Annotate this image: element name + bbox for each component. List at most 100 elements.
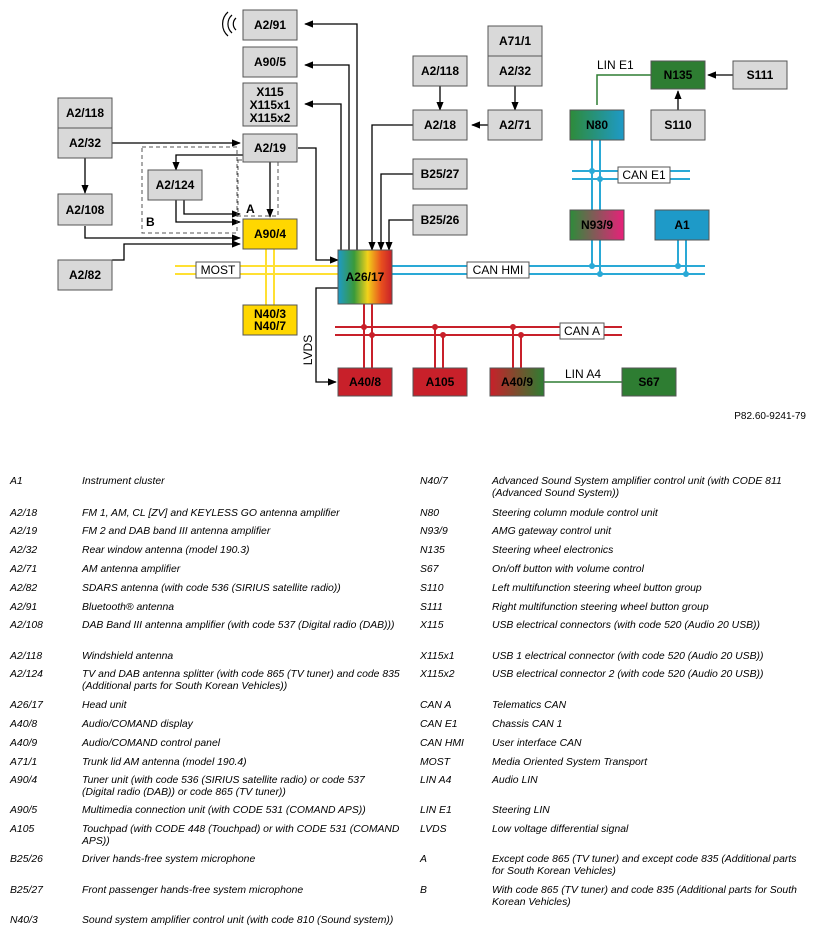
legend-description: On/off button with volume control bbox=[492, 564, 644, 575]
box-n93-9[interactable] bbox=[569, 209, 625, 241]
bluetooth-wave-icon bbox=[222, 11, 237, 37]
label-a40-9: A40/9 bbox=[501, 375, 533, 389]
label-a2-91: A2/91 bbox=[254, 18, 286, 32]
legend-code: LVDS bbox=[420, 824, 447, 835]
legend-code: A2/32 bbox=[10, 545, 38, 556]
legend-description: Sound system amplifier control unit (wit… bbox=[82, 915, 394, 926]
label-n40-7: N40/7 bbox=[254, 319, 286, 333]
legend-code: B bbox=[420, 885, 427, 896]
legend-code: S67 bbox=[420, 564, 439, 575]
legend-description: TV and DAB antenna splitter (with code 8… bbox=[82, 669, 400, 692]
legend-description: User interface CAN bbox=[492, 738, 582, 749]
box-a40-8[interactable] bbox=[337, 367, 393, 397]
legend-code: N93/9 bbox=[420, 526, 448, 537]
can-hmi-label: CAN HMI bbox=[473, 263, 524, 277]
legend-description: AMG gateway control unit bbox=[492, 526, 611, 537]
box-x115[interactable] bbox=[242, 82, 298, 127]
box-a2-19[interactable] bbox=[242, 133, 298, 163]
label-b25-26: B25/26 bbox=[421, 213, 460, 227]
can-junctions bbox=[589, 168, 689, 277]
legend-description: Except code 865 (TV tuner) and except co… bbox=[492, 854, 797, 877]
variant-a-frame bbox=[237, 159, 279, 217]
box-a2-118-left[interactable] bbox=[57, 97, 113, 129]
legend-description: Chassis CAN 1 bbox=[492, 719, 563, 730]
legend-code: CAN A bbox=[420, 700, 452, 711]
box-s111[interactable] bbox=[732, 60, 788, 90]
legend-description: SDARS antenna (with code 536 (SIRIUS sat… bbox=[82, 583, 341, 594]
connection-lines bbox=[81, 20, 733, 386]
legend-code: B25/27 bbox=[10, 885, 43, 896]
label-s110: S110 bbox=[664, 118, 692, 132]
box-b25-26[interactable] bbox=[412, 204, 468, 236]
can-a-label-bg bbox=[559, 322, 605, 340]
legend-description: Multimedia connection unit (with CODE 53… bbox=[82, 805, 366, 816]
legend-code: A2/19 bbox=[10, 526, 38, 537]
legend-description: Trunk lid AM antenna (model 190.4) bbox=[82, 757, 247, 768]
legend-description: Advanced Sound System amplifier control … bbox=[492, 476, 782, 499]
legend-code: S110 bbox=[420, 583, 444, 594]
label-n135: N135 bbox=[664, 68, 693, 82]
legend-description: Head unit bbox=[82, 700, 127, 711]
label-n80: N80 bbox=[586, 118, 608, 132]
box-a2-18[interactable] bbox=[412, 109, 468, 141]
legend-code: MOST bbox=[420, 757, 451, 768]
box-a2-71[interactable] bbox=[487, 109, 543, 141]
box-a2-91[interactable] bbox=[242, 9, 298, 41]
can-e1-label-bg bbox=[617, 166, 671, 184]
legend-description: Bluetooth® antenna bbox=[82, 602, 175, 613]
box-a2-108[interactable] bbox=[57, 193, 113, 226]
box-a2-82[interactable] bbox=[57, 259, 113, 291]
box-a1[interactable] bbox=[654, 209, 710, 241]
box-a26-17[interactable] bbox=[337, 249, 393, 305]
box-a2-32-left[interactable] bbox=[57, 127, 113, 159]
box-n40[interactable] bbox=[242, 304, 298, 336]
legend-description: Front passenger hands-free system microp… bbox=[82, 885, 304, 896]
legend-code: N80 bbox=[420, 508, 440, 519]
legend-code: A bbox=[420, 854, 427, 865]
box-n135[interactable] bbox=[650, 60, 706, 90]
box-a40-9[interactable] bbox=[489, 367, 545, 397]
box-a105[interactable] bbox=[412, 367, 468, 397]
label-b25-27: B25/27 bbox=[421, 167, 460, 181]
label-x115x2: X115x2 bbox=[250, 111, 291, 125]
box-a2-118-right[interactable] bbox=[412, 55, 468, 87]
box-s110[interactable] bbox=[650, 109, 706, 141]
label-a90-5: A90/5 bbox=[254, 55, 286, 69]
legend-code: A2/108 bbox=[10, 620, 43, 631]
legend-code: X115x2 bbox=[420, 669, 455, 680]
box-b25-27[interactable] bbox=[412, 158, 468, 190]
label-a71-1: A71/1 bbox=[499, 34, 531, 48]
legend-code: N40/3 bbox=[10, 915, 38, 926]
legend-description: FM 2 and DAB band III antenna amplifier bbox=[82, 526, 271, 537]
lvds-label: LVDS bbox=[301, 335, 315, 365]
legend-description: Instrument cluster bbox=[82, 476, 165, 487]
legend-code: A40/8 bbox=[10, 719, 38, 730]
lin-a4-label: LIN A4 bbox=[565, 367, 601, 381]
legend-description: Steering wheel electronics bbox=[492, 545, 614, 556]
legend-code: A90/5 bbox=[10, 805, 38, 816]
component-boxes bbox=[57, 9, 788, 397]
box-a90-5[interactable] bbox=[242, 46, 298, 78]
can-e1-label: CAN E1 bbox=[622, 168, 666, 182]
legend-description: FM 1, AM, CL [ZV] and KEYLESS GO antenna… bbox=[82, 508, 340, 519]
legend-description: DAB Band III antenna amplifier (with cod… bbox=[82, 620, 395, 631]
network-diagram: B A bbox=[57, 9, 788, 397]
legend-code: X115x1 bbox=[420, 651, 455, 662]
legend-description: Left multifunction steering wheel button… bbox=[492, 583, 702, 594]
box-a71-1[interactable] bbox=[487, 25, 543, 57]
legend-description: Audio LIN bbox=[492, 775, 538, 786]
label-s111: S111 bbox=[747, 68, 774, 82]
legend-description: AM antenna amplifier bbox=[82, 564, 181, 575]
legend-description: Low voltage differential signal bbox=[492, 824, 629, 835]
legend-code: A1 bbox=[10, 476, 23, 487]
variant-b-frame bbox=[141, 146, 238, 234]
label-a90-4: A90/4 bbox=[254, 227, 286, 241]
box-a2-124[interactable] bbox=[147, 169, 203, 201]
label-a2-71: A2/71 bbox=[499, 118, 531, 132]
box-n80[interactable] bbox=[569, 109, 625, 141]
box-a2-32-right[interactable] bbox=[487, 55, 543, 87]
box-a90-4[interactable] bbox=[242, 218, 298, 250]
box-s67[interactable] bbox=[621, 367, 677, 397]
marker-b: B bbox=[146, 215, 155, 229]
label-a2-108: A2/108 bbox=[66, 203, 105, 217]
